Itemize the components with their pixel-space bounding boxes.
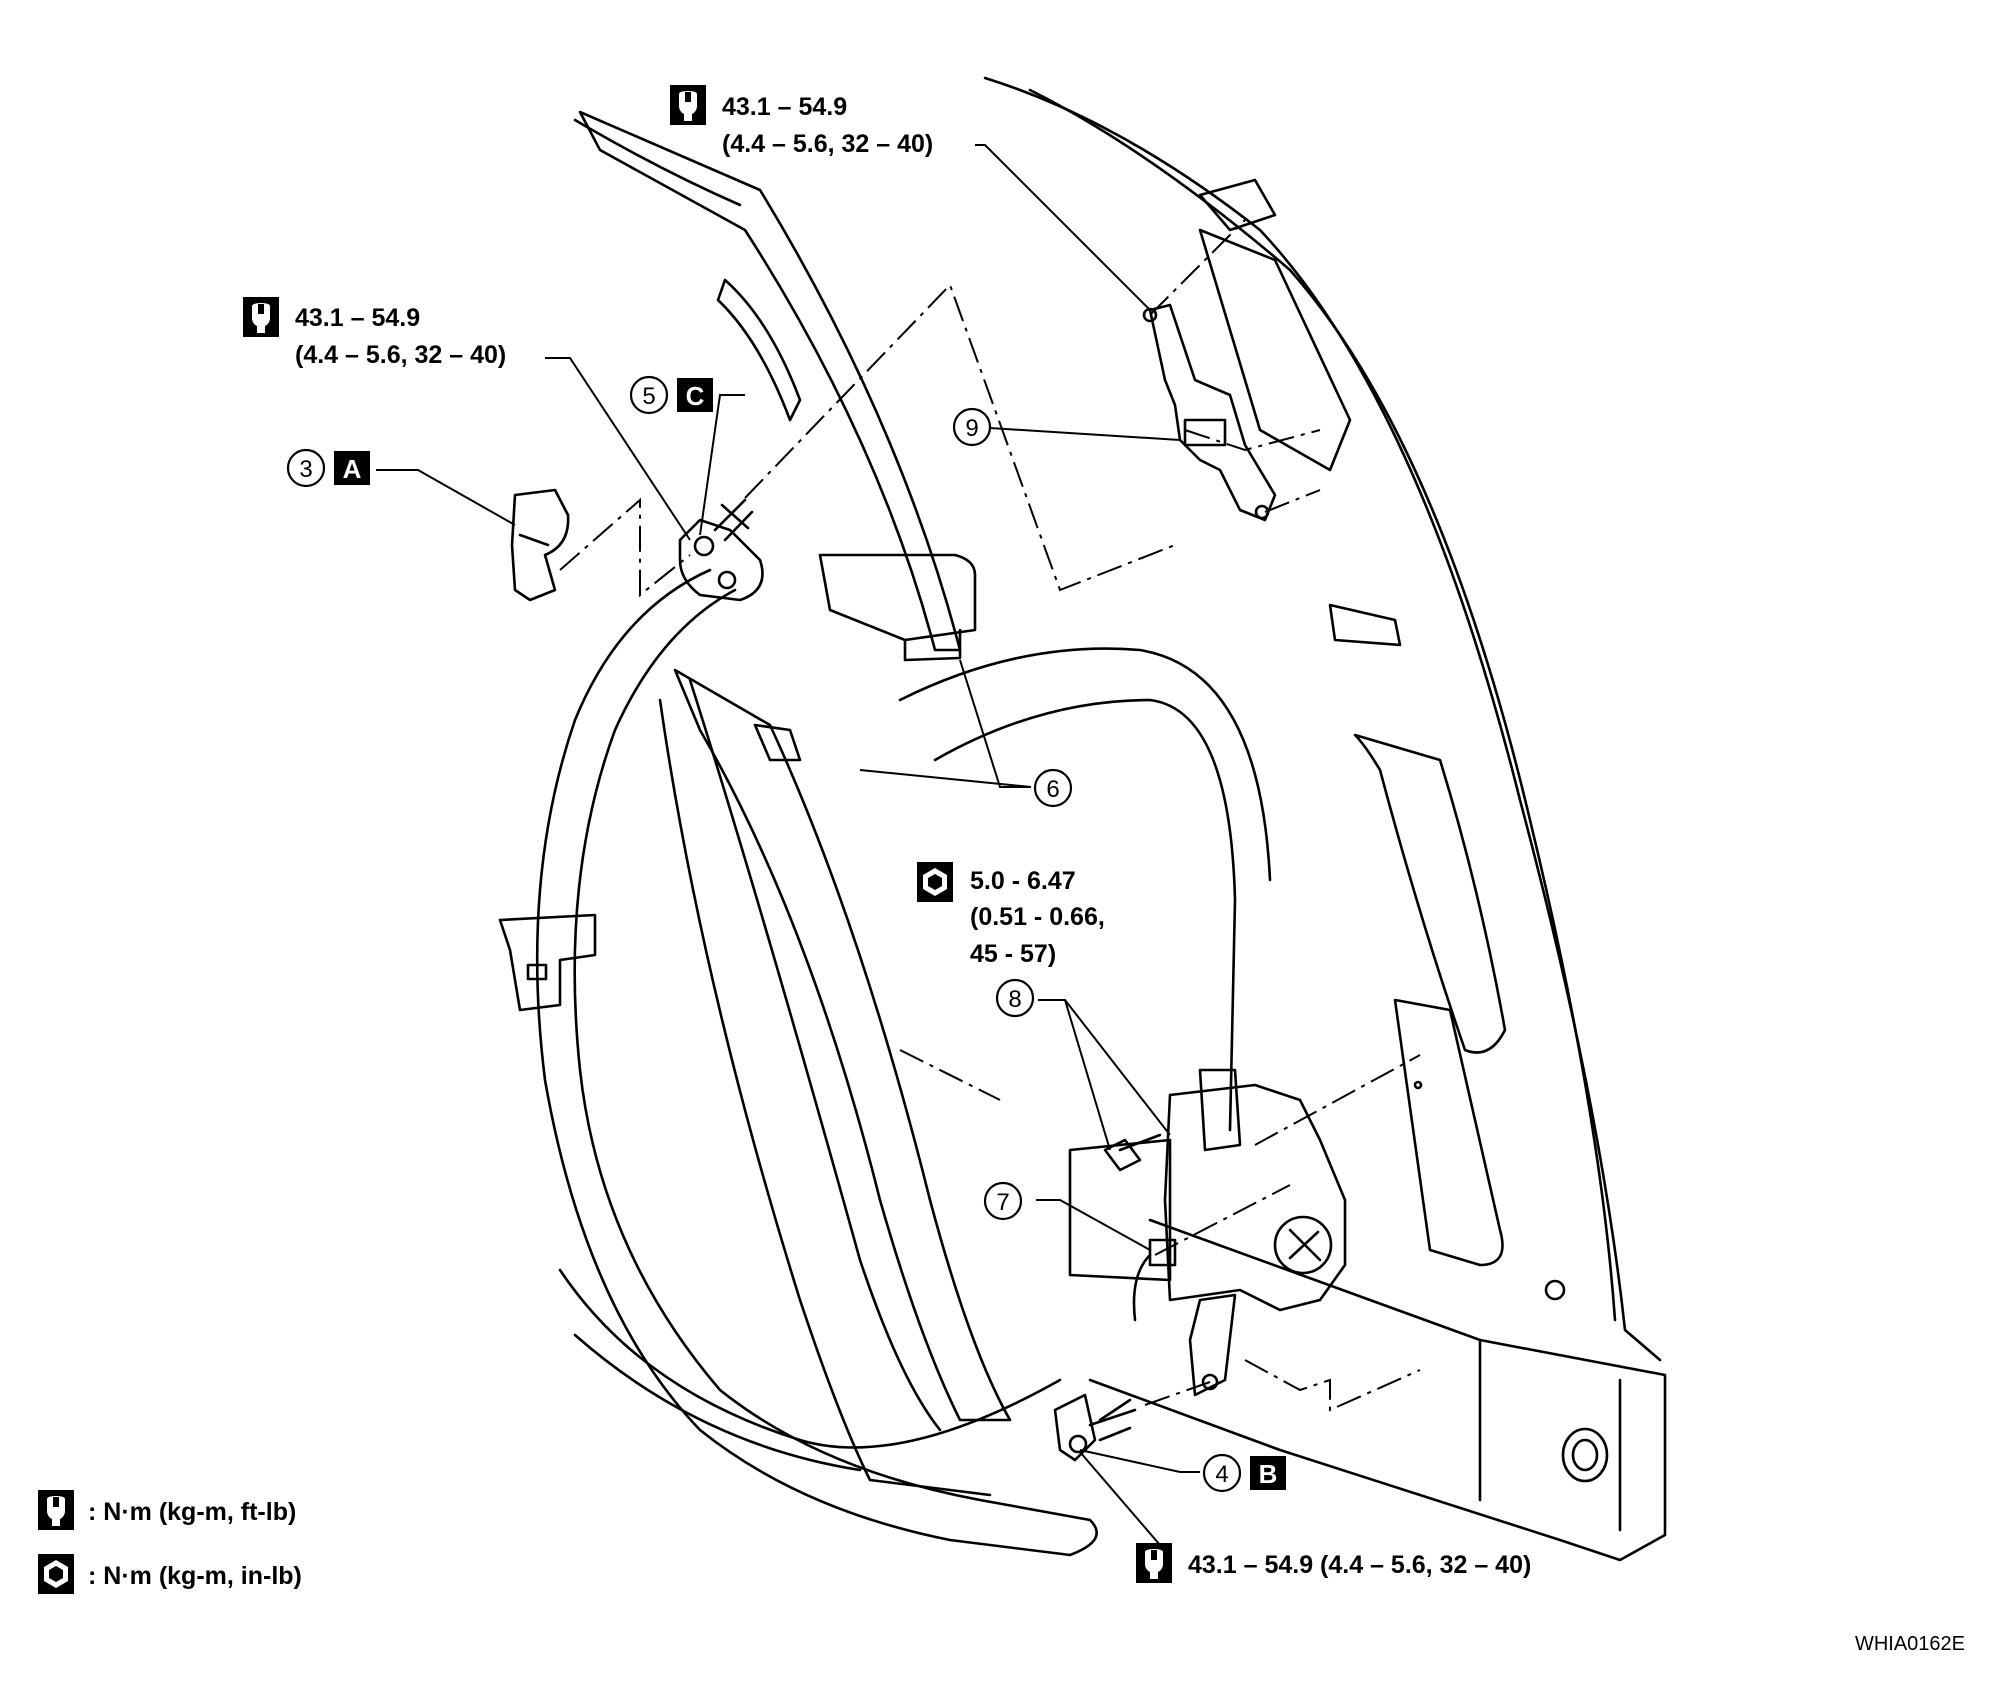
torque-units-conversion: (4.4 – 5.6, 32 – 40) (295, 341, 506, 369)
torque-units-conversion: (0.51 - 0.66, (970, 903, 1105, 931)
part-number: 7 (996, 1189, 1009, 1216)
torque-value: 43.1 – 54.9 (722, 93, 847, 121)
part-letter-badge: C (686, 381, 705, 411)
part-letter-badge: B (1259, 1459, 1278, 1489)
legend: : N·m (kg-m, ft-lb) : N·m (kg-m, in-lb) (38, 1490, 302, 1594)
callout-part-7: 7 (983, 1181, 1023, 1221)
part-number: 3 (299, 456, 312, 483)
legend-item-in-lb: : N·m (kg-m, in-lb) (38, 1554, 302, 1594)
height-adjuster (1148, 303, 1277, 522)
callout-part-3: 3 A (286, 448, 370, 488)
part-number: 6 (1046, 776, 1059, 803)
torque-units-conversion: 45 - 57) (970, 940, 1056, 968)
wrench-socket-icon (38, 1490, 74, 1530)
line-art (498, 76, 1667, 1562)
callout-part-5: 5 C (629, 375, 713, 415)
torque-units-conversion: (4.4 – 5.6, 32 – 40) (722, 130, 933, 158)
part-number: 5 (642, 383, 655, 410)
figure-id: WHIA0162E (1855, 1633, 1965, 1655)
torque-callout-bottom: 43.1 – 54.9 (4.4 – 5.6, 32 – 40) (1136, 1543, 1531, 1583)
callout-part-8: 8 (995, 978, 1035, 1018)
torque-value: 43.1 – 54.9 (4.4 – 5.6, 32 – 40) (1188, 1551, 1531, 1579)
legend-label: : N·m (kg-m, ft-lb) (88, 1498, 296, 1526)
upper-anchor-plate (678, 518, 764, 602)
legend-item-ft-lb: : N·m (kg-m, ft-lb) (38, 1490, 296, 1530)
wrench-socket-icon (670, 85, 706, 125)
part-number: 9 (965, 415, 978, 442)
hex-socket-icon (38, 1554, 74, 1594)
wrench-socket-icon (243, 297, 279, 337)
leader-lines (376, 144, 1200, 1546)
callout-part-4: 4 B (1202, 1453, 1286, 1493)
belt-webbing (535, 568, 1098, 1557)
rear-pillar-panel (983, 76, 1662, 1362)
callout-part-6: 6 (1033, 768, 1073, 808)
floor-sill (1088, 1218, 1667, 1562)
callout-part-9: 9 (952, 407, 992, 447)
hex-socket-icon (917, 862, 953, 902)
wrench-socket-icon (1136, 1543, 1172, 1583)
retractor-housing (1163, 1083, 1347, 1312)
front-pillar-trim (578, 110, 962, 652)
part-letter-badge: A (343, 454, 362, 484)
belt-guide-clip (498, 913, 597, 1012)
pillar-bracket (818, 553, 977, 642)
center-pillar-trim (673, 668, 1012, 1422)
torque-callout-top-right: 43.1 – 54.9 (4.4 – 5.6, 32 – 40) (670, 85, 933, 158)
part-number: 4 (1215, 1461, 1228, 1488)
torque-value: 5.0 - 6.47 (970, 867, 1076, 895)
part-number: 8 (1008, 986, 1021, 1013)
anchor-cover (510, 488, 570, 602)
legend-label: : N·m (kg-m, in-lb) (88, 1562, 302, 1590)
torque-callout-top-left: 43.1 – 54.9 (4.4 – 5.6, 32 – 40) (243, 297, 506, 369)
torque-value: 43.1 – 54.9 (295, 304, 420, 332)
alignment-lines (559, 219, 1421, 1412)
torque-callout-middle: 5.0 - 6.47 (0.51 - 0.66, 45 - 57) (917, 862, 1105, 968)
anchor-strap (1188, 1293, 1237, 1397)
